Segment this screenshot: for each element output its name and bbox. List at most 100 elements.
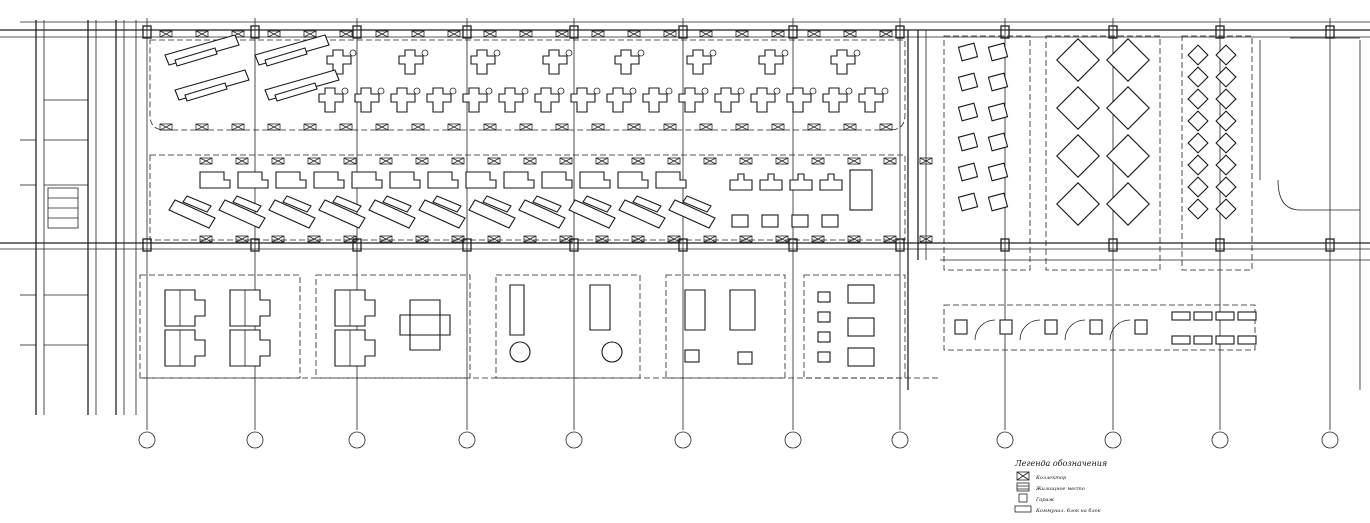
legend-item-label: Коммунал. блок на блок	[1035, 507, 1101, 514]
building-flat	[579, 171, 611, 189]
crossed-box-icon	[843, 30, 857, 38]
crossed-box-icon	[483, 30, 497, 38]
building-stair	[377, 87, 385, 95]
building-school	[399, 299, 451, 351]
crossed-box-icon	[159, 30, 173, 38]
crossed-box-icon	[483, 123, 497, 131]
crossed-box-icon	[699, 30, 713, 38]
crossed-box-icon	[811, 235, 825, 243]
building-diamond	[1215, 66, 1237, 88]
building-stair	[449, 87, 457, 95]
building-stair	[521, 87, 529, 95]
crossed-box-icon	[271, 235, 285, 243]
building-diagonal	[568, 199, 616, 229]
building-diamond	[1187, 176, 1209, 198]
building-public	[229, 289, 271, 327]
building-diagonal	[668, 199, 716, 229]
garage	[817, 291, 831, 303]
building-diagonal	[418, 199, 466, 229]
crossed-box-icon	[447, 123, 461, 131]
building-house	[987, 42, 1009, 62]
building	[758, 49, 784, 75]
building-diamond	[1215, 110, 1237, 132]
building-diagonal	[332, 195, 362, 213]
crossed-box-icon	[775, 157, 789, 165]
crossed-box-icon	[487, 157, 501, 165]
road-node-marker	[569, 238, 579, 252]
building-house	[957, 132, 979, 152]
building-stair	[709, 49, 717, 57]
crossed-box-icon	[627, 123, 641, 131]
building-house	[957, 42, 979, 62]
building	[542, 49, 568, 75]
road-node-marker	[462, 238, 472, 252]
building-stair	[349, 49, 357, 57]
building	[714, 87, 740, 113]
building-long	[264, 47, 308, 67]
building-row	[1193, 311, 1213, 321]
crossed-box-icon	[519, 123, 533, 131]
crossed-box-icon	[195, 30, 209, 38]
building-public	[509, 284, 525, 336]
legend-title: Легенда обозначения	[1014, 459, 1107, 468]
crossed-box-icon	[235, 157, 249, 165]
building	[678, 87, 704, 113]
road-node-marker	[142, 25, 152, 39]
crossed-box-icon	[919, 235, 933, 243]
crossed-box-icon	[307, 157, 321, 165]
crossed-box-icon	[231, 123, 245, 131]
building	[318, 87, 344, 113]
building-block	[849, 169, 873, 211]
building	[398, 49, 424, 75]
building-diamond	[1187, 88, 1209, 110]
crossed-box-icon	[235, 235, 249, 243]
crossed-box-icon	[1016, 471, 1030, 481]
crossed-box-icon	[703, 235, 717, 243]
building-stair	[809, 87, 817, 95]
road-node-marker	[1215, 25, 1225, 39]
crossed-box-icon	[739, 235, 753, 243]
building-arc	[974, 319, 996, 341]
building-house	[957, 192, 979, 212]
building-long	[184, 82, 228, 102]
building-long	[174, 47, 218, 67]
building-stair	[557, 87, 565, 95]
building-diagonal	[268, 199, 316, 229]
residential-buildings-top	[164, 34, 889, 113]
crossed-box-icon	[883, 235, 897, 243]
building-stair	[565, 49, 573, 57]
building-diamond	[1215, 154, 1237, 176]
road-node-marker	[678, 238, 688, 252]
building-public	[684, 289, 756, 331]
crossed-box-icon	[415, 235, 429, 243]
building	[786, 87, 812, 113]
road-node-marker	[788, 25, 798, 39]
building	[614, 49, 640, 75]
building-stair	[341, 87, 349, 95]
crossed-box-icon	[667, 157, 681, 165]
buildings-bottom-right	[954, 311, 1257, 345]
road-node-marker	[352, 25, 362, 39]
crossed-box-icon	[591, 30, 605, 38]
building-arc	[1019, 319, 1041, 341]
building	[858, 87, 884, 113]
building-long	[274, 82, 318, 102]
crossed-box-icon	[559, 157, 573, 165]
grid-axis-bubble	[891, 431, 909, 449]
building-row	[1215, 335, 1235, 345]
crossed-box-icon	[879, 30, 893, 38]
building-house	[957, 102, 979, 122]
building-row	[1171, 335, 1191, 345]
building-flat	[275, 171, 307, 189]
building	[534, 87, 560, 113]
building-tower	[819, 173, 843, 191]
building-diagonal	[318, 199, 366, 229]
crossed-box-icon	[379, 235, 393, 243]
building-stair	[629, 87, 637, 95]
crossed-box-icon	[519, 30, 533, 38]
public-buildings-bottom	[164, 284, 875, 367]
building-diagonal	[632, 195, 662, 213]
building-stair	[413, 87, 421, 95]
crossed-box-icon	[843, 123, 857, 131]
